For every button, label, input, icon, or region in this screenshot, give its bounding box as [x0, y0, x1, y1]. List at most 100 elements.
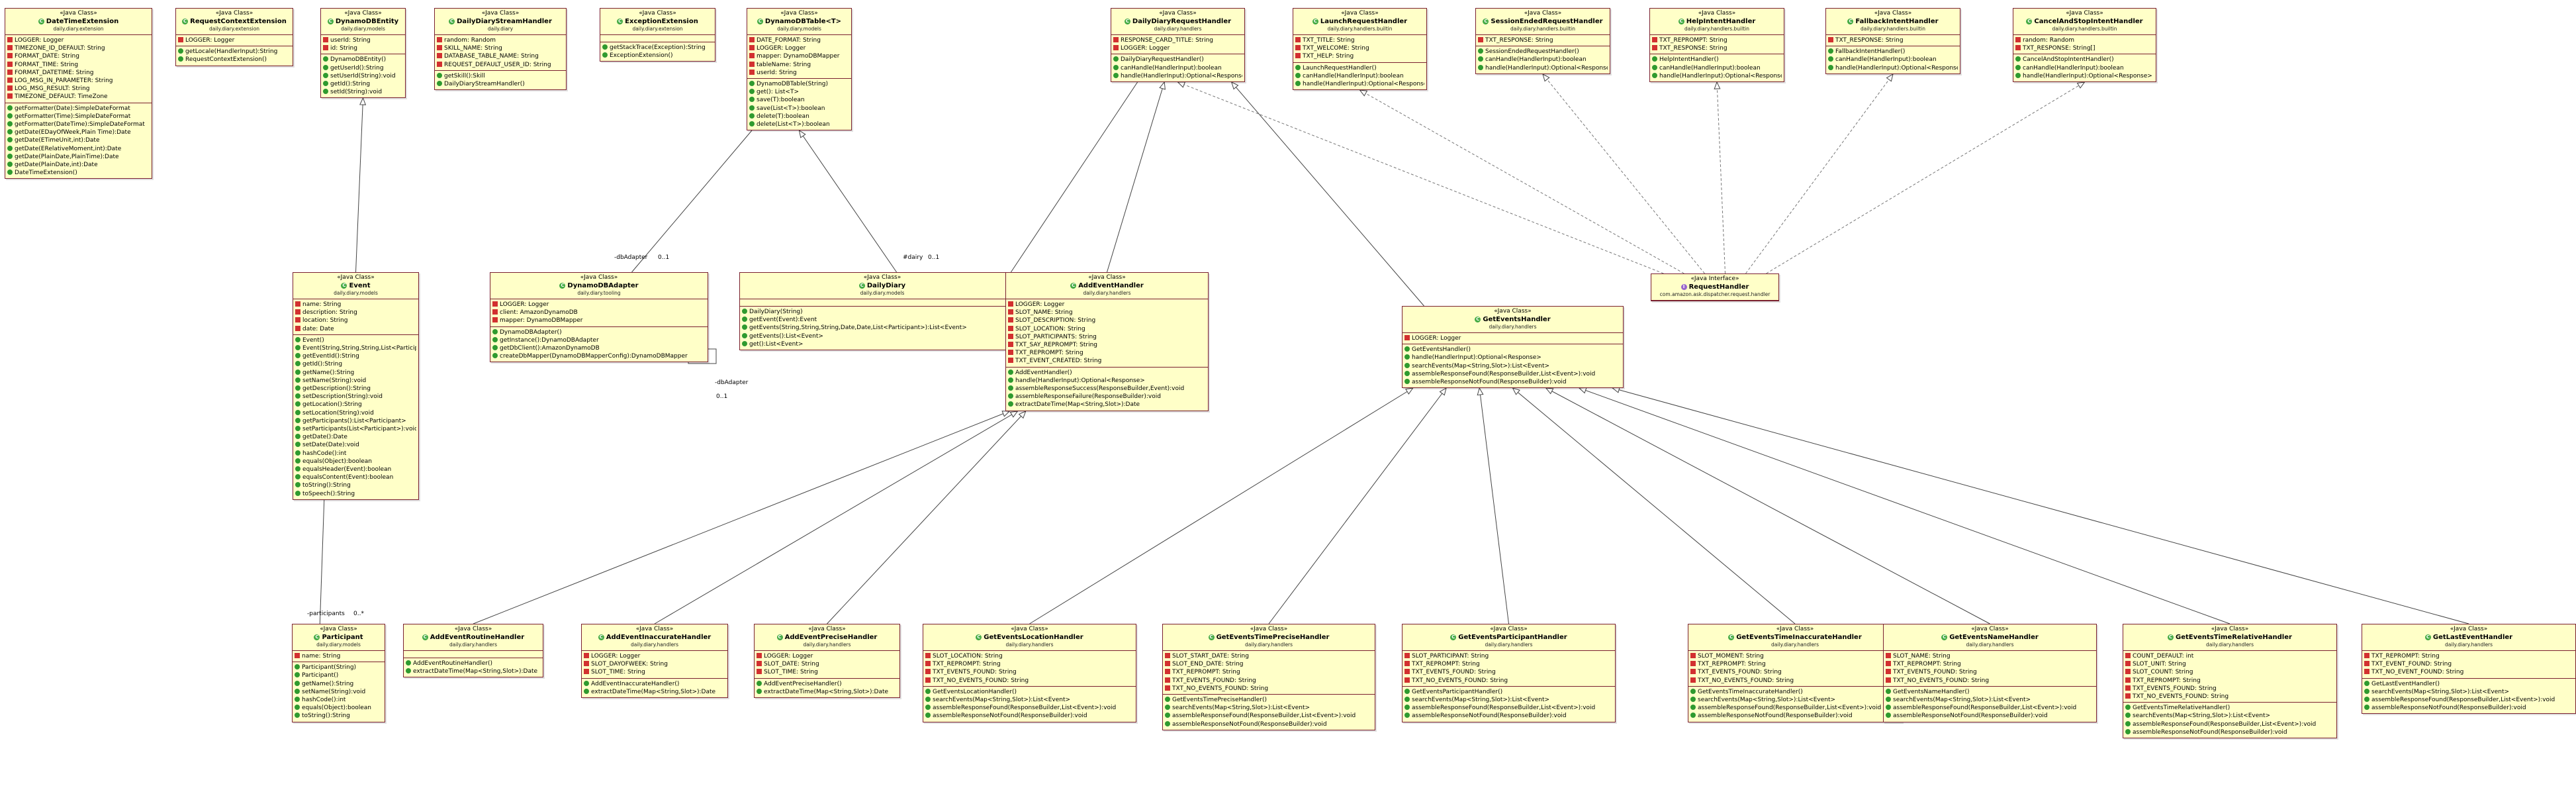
member-text: handle(HandlerInput):Optional<Response>: [1659, 72, 1782, 79]
operation: getDate(PlainDate,int):Date: [7, 161, 150, 169]
member-text: TXT_REPROMPT: String: [2133, 677, 2201, 684]
method-visibility-icon: [295, 482, 300, 488]
operation: DailyDiary(String): [742, 308, 1023, 316]
member-text: handle(HandlerInput):Optional<Response>: [1412, 354, 1541, 362]
method-visibility-icon: [295, 369, 300, 375]
member-text: extractDateTime(Map<String,Slot>):Date: [591, 688, 716, 695]
stereotype: «Java Class»: [780, 10, 818, 17]
operation: RequestContextExtension(): [178, 56, 291, 64]
member-text: assembleResponseNotFound(ResponseBuilder…: [1412, 379, 1567, 386]
field-visibility-icon: [757, 669, 762, 675]
operation: DynamoDBTable(String): [749, 80, 849, 88]
member-text: save(T):boolean: [757, 97, 805, 104]
attribute: LOG_MSG_IN_PARAMETER: String: [7, 77, 150, 85]
member-text: getId():String: [302, 361, 343, 368]
field-visibility-icon: [492, 317, 498, 323]
field-visibility-icon: [7, 45, 13, 51]
member-text: DATABASE_TABLE_NAME: String: [444, 53, 539, 60]
field-visibility-icon: [437, 61, 442, 67]
field-visibility-icon: [7, 69, 13, 75]
member-text: assembleResponseNotFound(ResponseBuilder…: [1172, 720, 1327, 728]
operations-section: GetEventsLocationHandler()searchEvents(M…: [923, 687, 1136, 722]
member-text: tableName: String: [757, 61, 811, 68]
method-visibility-icon: [749, 105, 755, 111]
operation: setUserId(String):void: [323, 72, 403, 80]
generalization-line: [1745, 74, 1894, 274]
generalization-arrowhead: [798, 129, 806, 138]
member-text: TXT_NO_EVENTS_FOUND: String: [1893, 677, 1990, 684]
class-name-text: HelpIntentHandler: [1686, 18, 1756, 25]
class-icon: C: [976, 634, 982, 640]
member-text: random: Random: [2023, 37, 2075, 44]
attribute: TXT_HELP: String: [1295, 52, 1424, 60]
class-icon: C: [1847, 19, 1854, 25]
class-icon: C: [1475, 317, 1481, 322]
method-visibility-icon: [295, 664, 300, 670]
member-text: get(): List<T>: [757, 89, 800, 96]
generalization-line: [1107, 81, 1165, 273]
field-visibility-icon: [7, 93, 13, 99]
member-text: SLOT_NAME: String: [1015, 309, 1073, 317]
operation: handle(HandlerInput):Optional<Response>: [1478, 64, 1608, 72]
method-visibility-icon: [7, 121, 13, 127]
generalization-arrowhead: [1359, 89, 1368, 97]
attribute: SLOT_MOMENT: String: [1690, 652, 1900, 660]
method-visibility-icon: [584, 680, 589, 686]
member-text: getLocation():String: [302, 401, 362, 409]
class-icon: C: [449, 19, 455, 25]
attribute: TXT_EVENTS_FOUND: String: [1165, 677, 1373, 685]
stereotype: «Java Class»: [863, 274, 901, 281]
operation: getSkill():Skill: [437, 72, 564, 80]
method-visibility-icon: [492, 353, 498, 359]
field-visibility-icon: [925, 653, 931, 658]
field-visibility-icon: [584, 669, 589, 675]
package-name: daily.diary.models: [860, 290, 905, 296]
operation: assembleResponseFailure(ResponseBuilder)…: [1008, 393, 1206, 401]
member-text: SLOT_LOCATION: String: [933, 653, 1003, 660]
generalization-arrowhead: [1542, 74, 1550, 82]
field-visibility-icon: [1404, 661, 1410, 667]
method-visibility-icon: [1652, 72, 1657, 78]
attribute: TXT_REPROMPT: String: [2125, 677, 2334, 685]
class-name-text: GetEventsNameHandler: [1949, 634, 2039, 641]
member-text: TXT_REPROMPT: String: [1893, 661, 1961, 668]
operation: HelpIntentHandler(): [1652, 56, 1782, 64]
member-text: assembleResponseNotFound(ResponseBuilder…: [933, 713, 1087, 720]
attribute: TXT_EVENT_FOUND: String: [2364, 660, 2573, 668]
generalization-arrowhead: [1018, 411, 1027, 419]
field-visibility-icon: [925, 677, 931, 683]
field-visibility-icon: [1404, 669, 1410, 675]
member-text: searchEvents(Map<String,Slot>):List<Even…: [1172, 705, 1311, 712]
class-name-text: ExceptionExtension: [625, 18, 698, 25]
field-visibility-icon: [1690, 653, 1696, 658]
member-text: LOGGER: Logger: [764, 653, 813, 660]
operation: searchEvents(Map<String,Slot>):List<Even…: [1886, 696, 2094, 704]
stereotype: «Java Class»: [1250, 626, 1288, 632]
field-visibility-icon: [749, 61, 755, 67]
operation: assembleResponseNotFound(ResponseBuilder…: [925, 712, 1134, 720]
field-visibility-icon: [749, 69, 755, 75]
method-visibility-icon: [1478, 64, 1483, 70]
operation: AddEventPreciseHandler(): [757, 680, 897, 688]
member-text: getDate(PlainDate,PlainTime):Date: [15, 153, 119, 160]
member-text: GetLastEventHandler(): [2371, 680, 2440, 687]
method-visibility-icon: [1690, 713, 1696, 718]
method-visibility-icon: [1404, 346, 1410, 352]
member-text: TXT_TITLE: String: [1303, 37, 1355, 44]
field-visibility-icon: [295, 301, 300, 307]
operation: extractDateTime(Map<String,Slot>):Date: [757, 688, 897, 696]
attribute: LOGGER: Logger: [1404, 334, 1621, 342]
operation: get():List<Event>: [742, 340, 1023, 348]
